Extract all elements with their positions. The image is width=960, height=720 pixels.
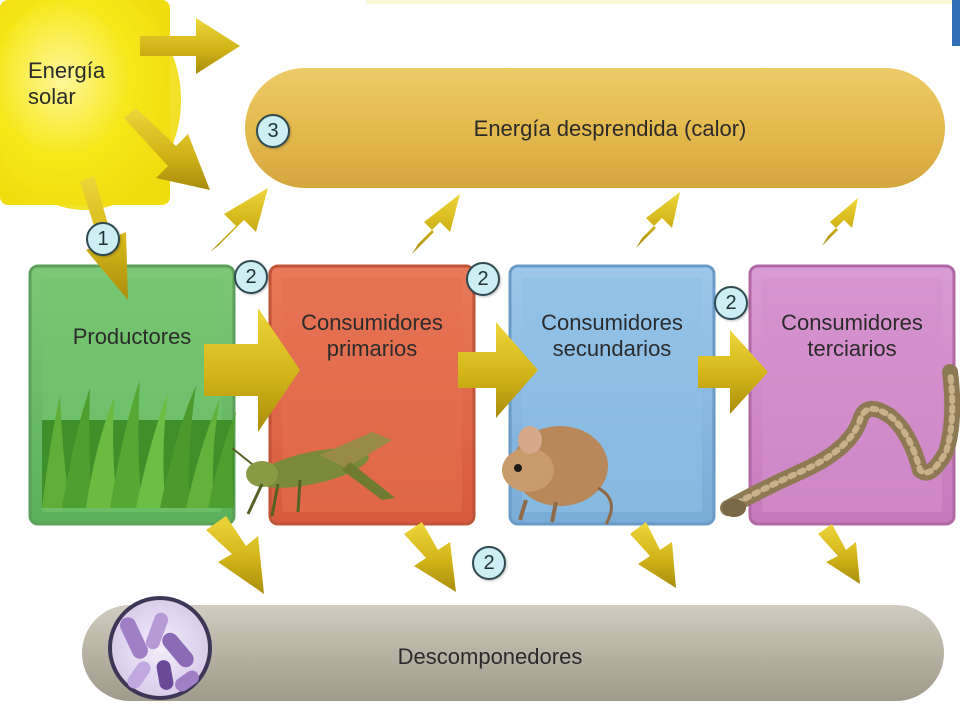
snake <box>720 364 960 517</box>
badge-step-2-primary: 2 <box>466 262 500 296</box>
badge-step-1: 1 <box>86 222 120 256</box>
heat-arrows <box>210 188 858 254</box>
producers-label: Productores <box>72 324 192 349</box>
decomposer-arrows <box>206 516 860 594</box>
decomposers-band <box>82 605 944 701</box>
flow-arrow-1 <box>204 308 300 432</box>
bacteria-icon <box>108 596 212 700</box>
flow-arrow-3 <box>698 330 768 414</box>
mouse <box>502 426 613 525</box>
grasshopper <box>231 432 395 517</box>
sun-ray-arrow-right <box>140 18 240 74</box>
sun-label: Energía solar <box>28 58 106 109</box>
tertiary-consumers-label: Consumidores terciarios <box>781 310 923 361</box>
grass <box>42 380 236 508</box>
badge-step-3: 3 <box>256 114 290 148</box>
primary-consumers-label: Consumidores primarios <box>301 310 443 361</box>
sun <box>0 0 181 210</box>
heat-label: Energía desprendida (calor) <box>473 116 747 141</box>
badge-step-2-producers: 2 <box>234 260 268 294</box>
secondary-consumers-label: Consumidores secundarios <box>541 310 683 361</box>
heat-band <box>245 68 945 188</box>
decomposers-label: Descomponedores <box>397 644 583 669</box>
badge-step-2-secondary: 2 <box>714 286 748 320</box>
badge-step-2-decomposition: 2 <box>472 546 506 580</box>
sun-ray-arrow-diagonal <box>124 108 210 190</box>
flow-arrow-2 <box>458 322 538 418</box>
